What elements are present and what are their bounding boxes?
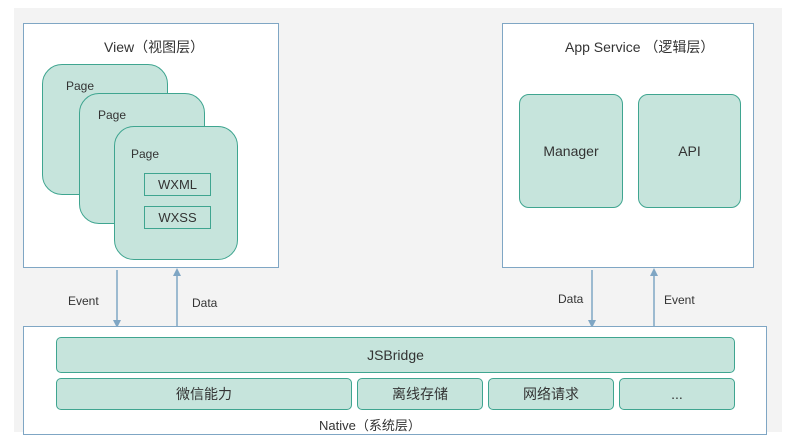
wxml-file: WXML: [144, 173, 211, 196]
capability-offline-storage: 离线存储: [357, 378, 483, 410]
service-data-label: Data: [558, 292, 584, 306]
api-module: API: [638, 94, 741, 208]
view-event-label: Event: [68, 294, 99, 308]
logic-layer-title: App Service （逻辑层）: [565, 39, 715, 55]
jsbridge-bar: JSBridge: [56, 337, 735, 373]
wxss-file: WXSS: [144, 206, 211, 229]
service-event-label: Event: [664, 293, 695, 307]
capability-more: ...: [619, 378, 735, 410]
manager-module: Manager: [519, 94, 623, 208]
native-layer-title: Native（系统层）: [319, 418, 421, 433]
view-layer-title: View（视图层）: [104, 39, 205, 55]
view-data-label: Data: [192, 296, 218, 310]
page-label-middle: Page: [98, 108, 127, 122]
capability-network-request: 网络请求: [488, 378, 614, 410]
capability-wechat: 微信能力: [56, 378, 352, 410]
page-label-back: Page: [66, 79, 95, 93]
page-label-front: Page: [131, 147, 160, 161]
